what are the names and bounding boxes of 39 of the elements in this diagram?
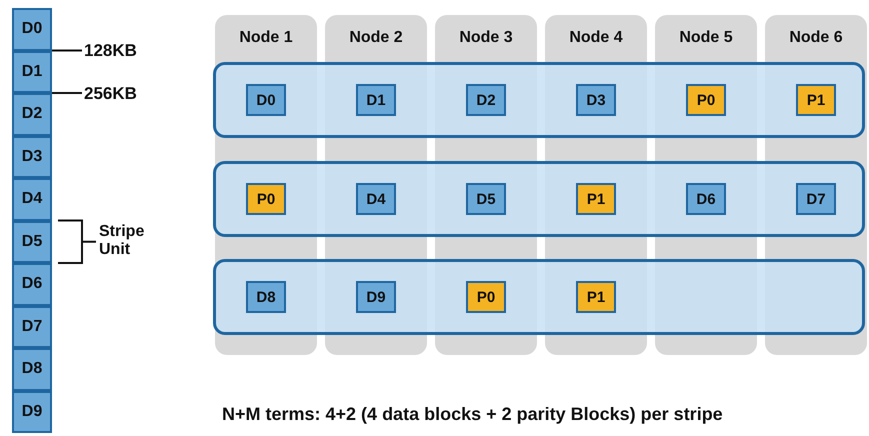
data-unit-cell: D4 bbox=[12, 178, 52, 220]
size-label: 128KB bbox=[84, 40, 154, 62]
stripe-row bbox=[213, 259, 865, 335]
data-unit-cell: D3 bbox=[12, 136, 52, 178]
size-label: 256KB bbox=[84, 83, 154, 105]
bracket-label: Stripe Unit bbox=[99, 222, 146, 258]
parity-block: P1 bbox=[576, 281, 616, 313]
node-title: Node 1 bbox=[239, 29, 293, 47]
parity-block: P1 bbox=[796, 84, 836, 116]
caption: N+M terms: 4+2 (4 data blocks + 2 parity Blocks) per stripe bbox=[222, 404, 723, 425]
data-block: D7 bbox=[796, 183, 836, 215]
parity-block: P0 bbox=[246, 183, 286, 215]
data-unit-cell: D9 bbox=[12, 390, 52, 433]
data-block: D4 bbox=[356, 183, 396, 215]
data-block: D8 bbox=[246, 281, 286, 313]
data-block: D3 bbox=[576, 84, 616, 116]
leader-line bbox=[52, 50, 82, 52]
data-unit-cell: D6 bbox=[12, 263, 52, 306]
data-unit-cell: D7 bbox=[12, 306, 52, 348]
parity-block: P1 bbox=[576, 183, 616, 215]
leader-line bbox=[52, 92, 82, 94]
data-unit-cell: D1 bbox=[12, 50, 52, 93]
parity-block: P0 bbox=[686, 84, 726, 116]
node-title: Node 3 bbox=[459, 29, 513, 47]
node-title: Node 6 bbox=[789, 29, 843, 47]
node-title: Node 4 bbox=[569, 29, 623, 47]
data-unit-cell: D8 bbox=[12, 348, 52, 390]
data-unit-cell: D0 bbox=[12, 8, 52, 50]
data-block: D0 bbox=[246, 84, 286, 116]
data-block: D6 bbox=[686, 183, 726, 215]
data-block: D9 bbox=[356, 281, 396, 313]
parity-block: P0 bbox=[466, 281, 506, 313]
data-unit-cell: D2 bbox=[12, 93, 52, 136]
data-block: D2 bbox=[466, 84, 506, 116]
data-block: D5 bbox=[466, 183, 506, 215]
data-unit-cell: D5 bbox=[12, 220, 52, 263]
data-block: D1 bbox=[356, 84, 396, 116]
node-title: Node 2 bbox=[349, 29, 403, 47]
node-title: Node 5 bbox=[679, 29, 733, 47]
